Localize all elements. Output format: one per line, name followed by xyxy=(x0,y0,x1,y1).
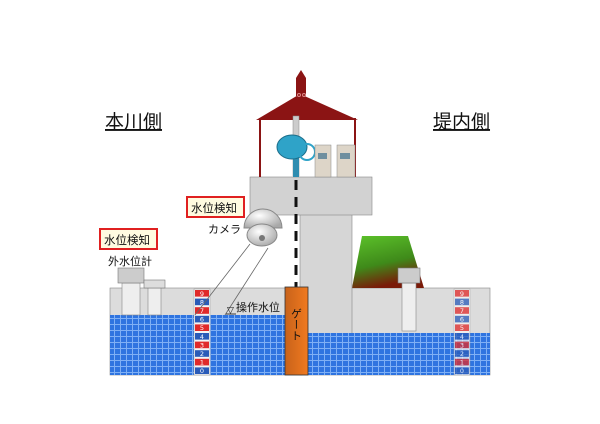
roof-vent xyxy=(296,70,306,96)
staff-gauge-mark: 1 xyxy=(200,359,204,367)
inland-side-label: 堤内側 xyxy=(433,111,490,133)
staff-gauge-mark: 5 xyxy=(200,324,204,332)
outer-water-level-gauge xyxy=(117,267,166,316)
staff-gauge-segment xyxy=(455,341,469,349)
river-side-label: 本川側 xyxy=(105,111,162,133)
operation-level-label: 操作水位 xyxy=(236,300,280,314)
staff-gauge-segment xyxy=(195,350,209,357)
staff-gauge-mark: 8 xyxy=(200,298,204,306)
staff-gauge-segment xyxy=(195,324,209,331)
camera-view-line xyxy=(194,243,251,316)
gate xyxy=(284,286,309,376)
water-level-marker: ▽ xyxy=(227,306,234,316)
staff-gauge-mark: 9 xyxy=(200,290,204,298)
camera-label: カメラ xyxy=(208,223,241,236)
staff-gauge-mark: 8 xyxy=(460,298,464,306)
outer-gauge-label: 外水位計 xyxy=(108,254,152,268)
staff-gauge-segment xyxy=(195,315,209,323)
staff-gauge-mark: 7 xyxy=(200,307,204,315)
staff-gauge-segment xyxy=(455,290,469,297)
staff-gauge-segment xyxy=(195,290,209,297)
gate-label: ゲート xyxy=(290,308,303,341)
tower-platform xyxy=(249,176,373,216)
hoist-machine xyxy=(276,115,316,177)
staff-gauge-mark: 7 xyxy=(460,307,464,315)
staff-gauge-mark: 9 xyxy=(460,290,464,298)
detect-label-gauge: 水位検知 xyxy=(104,233,150,247)
staff-gauge-segment xyxy=(195,333,209,340)
staff-gauge-mark: 2 xyxy=(200,350,204,358)
inland-gauge-pipe xyxy=(397,267,421,332)
detect-box-camera xyxy=(186,196,245,218)
staff-gauge-segment xyxy=(455,367,469,374)
staff-gauge-segment xyxy=(455,358,469,366)
staff-gauge-segment xyxy=(195,298,209,306)
control-panel xyxy=(314,144,356,178)
staff-gauge-segment xyxy=(455,307,469,314)
staff-gauge-segment xyxy=(195,341,209,349)
staff-gauge-mark: 0 xyxy=(200,367,204,375)
camera-icon xyxy=(243,208,283,247)
staff-gauge-segment xyxy=(455,333,469,340)
staff-gauge-mark: 6 xyxy=(460,316,464,324)
staff-gauge-segment xyxy=(455,324,469,331)
staff-gauge-mark: 3 xyxy=(200,341,204,349)
staff-gauge-mark: 3 xyxy=(460,341,464,349)
staff-gauge-mark: 4 xyxy=(460,333,464,341)
staff-gauge-mark: 1 xyxy=(460,359,464,367)
detect-label-camera: 水位検知 xyxy=(191,201,237,215)
staff-gauge-mark: 4 xyxy=(200,333,204,341)
staff-gauge-segment xyxy=(195,367,209,374)
staff-gauge-segment xyxy=(195,307,209,314)
roof xyxy=(256,94,358,120)
staff-gauge-segment xyxy=(455,315,469,323)
staff-gauge-segment xyxy=(455,298,469,306)
staff-gauge-segment xyxy=(195,358,209,366)
staff-gauge-mark: 2 xyxy=(460,350,464,358)
staff-gauge-mark: 5 xyxy=(460,324,464,332)
staff-gauge-mark: 6 xyxy=(200,316,204,324)
staff-gauge-mark: 0 xyxy=(460,367,464,375)
staff-gauge-segment xyxy=(455,350,469,357)
detect-box-gauge xyxy=(99,228,158,250)
camera-view-line xyxy=(224,247,269,316)
